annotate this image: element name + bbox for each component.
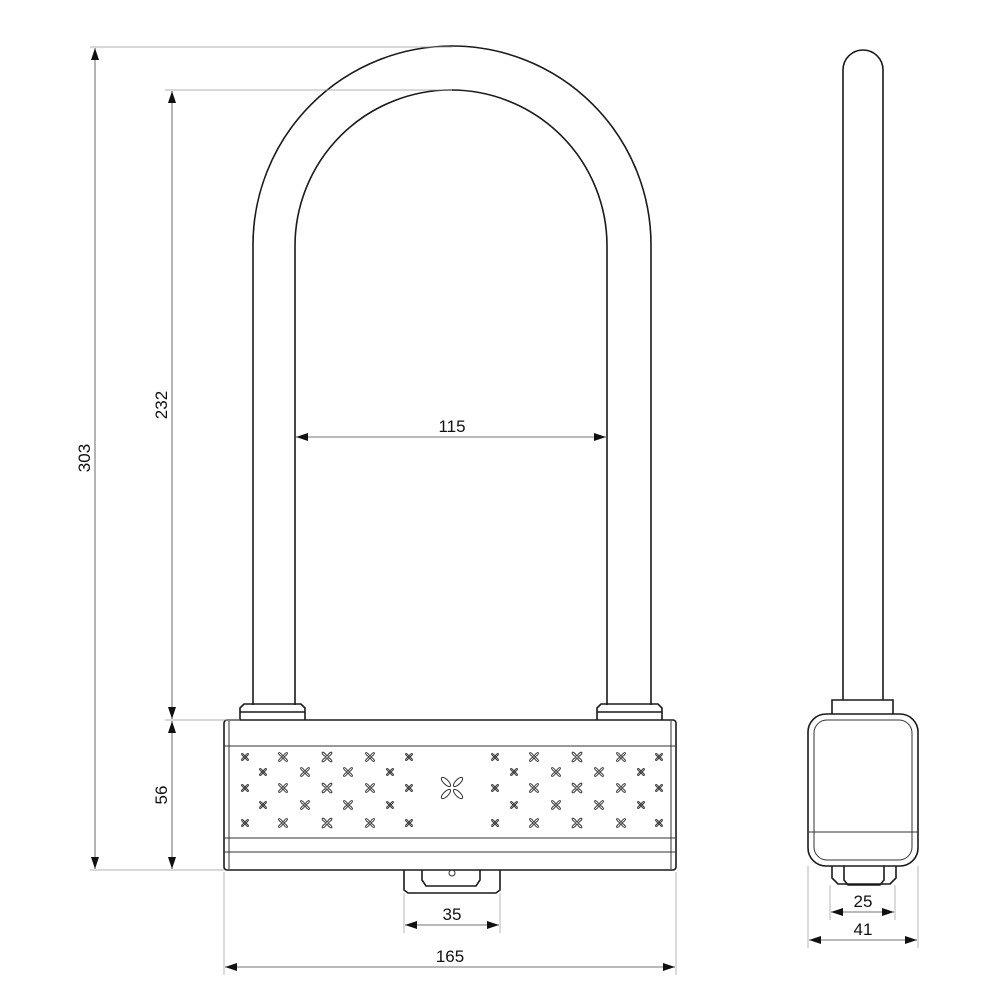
keyhole-icon [448,869,456,877]
x-mark [616,783,626,793]
dim-shackle-height: 232 [152,391,171,419]
side-shackle [842,49,884,700]
side-key-module [831,866,897,886]
dim-side-inner-width: 25 [854,892,873,911]
x-mark [259,801,267,809]
side-view [807,49,919,886]
x-mark [571,782,583,794]
dim-key-width: 35 [443,905,462,924]
x-mark [386,801,394,809]
x-mark [491,753,499,761]
x-mark [491,819,499,827]
x-mark [365,752,375,762]
x-mark [241,784,249,792]
collar-right [596,703,663,720]
x-mark [440,776,464,800]
dim-body-width: 165 [436,947,464,966]
dimension-lines: 303 232 56 115 35 165 25 41 [75,46,919,975]
x-mark [343,800,353,810]
x-mark [321,782,333,794]
x-pattern [241,751,663,829]
side-collar [831,699,894,714]
x-mark [343,767,353,777]
x-mark [321,817,333,829]
key-module [403,870,501,894]
side-body-inner [813,719,913,861]
x-mark [259,768,267,776]
x-mark [655,753,663,761]
shackle-inner [294,89,608,705]
x-mark [529,752,539,762]
x-mark [655,819,663,827]
x-mark [278,752,288,762]
x-mark [594,800,604,810]
x-mark [529,818,539,828]
x-mark [405,753,413,761]
x-mark [405,819,413,827]
x-mark [551,800,561,810]
x-mark [655,784,663,792]
x-mark [616,752,626,762]
x-mark [571,751,583,763]
x-mark [241,819,249,827]
dim-inner-width: 115 [438,417,465,436]
x-mark [386,768,394,776]
x-mark [616,818,626,828]
front-view [223,45,677,894]
x-mark [637,801,645,809]
x-mark [321,751,333,763]
x-mark [510,768,518,776]
collar-left [239,703,306,720]
x-mark [405,784,413,792]
x-mark [241,753,249,761]
x-mark [551,767,561,777]
x-mark [637,768,645,776]
x-mark [278,783,288,793]
x-mark [594,767,604,777]
x-mark [365,783,375,793]
x-mark [300,800,310,810]
dim-body-height: 56 [152,786,171,805]
x-mark [571,817,583,829]
dim-side-depth: 41 [854,920,873,939]
shackle-outer [252,45,652,705]
dim-overall-height: 303 [75,444,94,472]
x-mark [510,801,518,809]
lock-body [223,719,677,871]
x-mark [365,818,375,828]
body-lines [224,721,676,869]
side-body-outer [807,713,919,867]
x-mark [529,783,539,793]
x-mark [300,767,310,777]
x-mark [278,818,288,828]
x-mark [491,784,499,792]
